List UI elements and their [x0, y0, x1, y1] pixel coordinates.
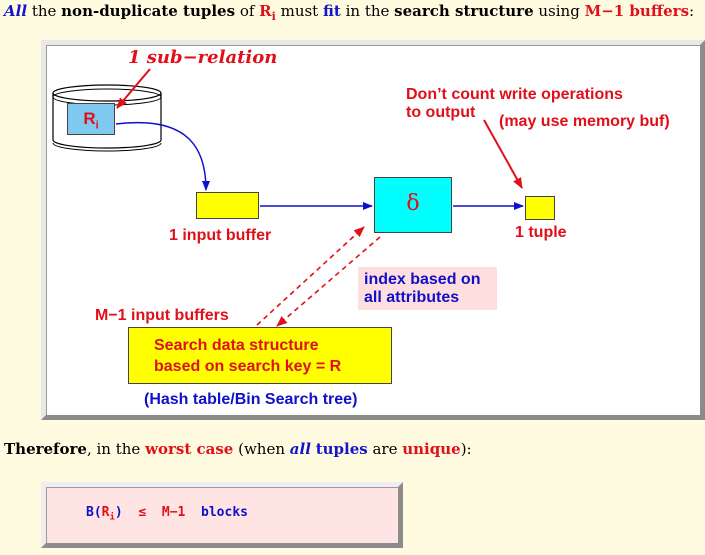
ri-box-i: i: [95, 119, 99, 132]
memory-buf-label: (may use memory buf): [499, 113, 670, 130]
intro-sentence: All the non-duplicate tuples of Ri must …: [4, 2, 694, 23]
output-tuple-box: [525, 196, 555, 220]
formula-le: ≤: [138, 505, 147, 520]
intro-text-3: must: [275, 2, 323, 20]
intro-all: All: [4, 2, 28, 20]
conclusion-text-5: ):: [460, 440, 472, 458]
intro-ri-i: i: [271, 10, 276, 23]
dont-count-arrow: [483, 119, 523, 189]
input-buffer-box: [196, 192, 259, 219]
worst-case: worst case: [145, 440, 234, 458]
sub-relation-label: 1 sub−relation: [128, 47, 278, 68]
conclusion-text-4: are: [367, 440, 403, 458]
input-buffer-label: 1 input buffer: [169, 227, 272, 244]
ri-box: Ri: [67, 103, 115, 135]
intro-text-6: :: [689, 2, 695, 20]
intro-text-4: in the: [340, 2, 395, 20]
conclusion-text-2: (when: [233, 440, 290, 458]
formula-r: R: [101, 505, 110, 520]
intro-search-structure: search structure: [394, 2, 534, 20]
intro-buffers: M−1 buffers: [584, 2, 690, 20]
conclusion-all: all: [289, 440, 311, 458]
formula-b: B(: [86, 505, 102, 520]
index-note: index based on all attributes: [358, 267, 497, 310]
formula-box: B(Ri) ≤ M−1 blocks: [41, 482, 403, 548]
intro-text-1: the: [27, 2, 62, 20]
intro-ri-r: R: [259, 2, 272, 20]
delta-operator-box: δ: [374, 177, 452, 233]
formula-blocks: blocks: [201, 505, 248, 520]
conclusion-unique: unique: [402, 440, 461, 458]
m1-input-buffers-label: M−1 input buffers: [95, 307, 229, 324]
intro-text-2: of: [235, 2, 260, 20]
formula-close: ): [114, 505, 123, 520]
hash-table-label: (Hash table/Bin Search tree): [144, 391, 358, 408]
search-structure-box: Search data structure based on search ke…: [128, 327, 392, 384]
intro-ri: Ri: [259, 2, 276, 23]
index-note-line-2: all attributes: [364, 289, 460, 306]
intro-fit: fit: [322, 2, 341, 20]
ri-box-r: R: [83, 109, 96, 128]
one-tuple-label: 1 tuple: [515, 224, 567, 241]
dont-count-label-2: to output: [406, 104, 476, 121]
dashed-arrow-up: [256, 226, 365, 326]
formula-i: i: [109, 512, 115, 523]
dashed-arrow-down: [276, 236, 381, 327]
formula-m1: M−1: [161, 505, 186, 520]
conclusion-text-1: , in the: [86, 440, 146, 458]
index-note-line-1: index based on: [364, 271, 481, 288]
therefore-word: Therefore: [4, 440, 87, 458]
conclusion-tuples: tuples: [315, 440, 368, 458]
intro-nondup: non-duplicate tuples: [61, 2, 236, 20]
subrel-arrow: [116, 68, 151, 109]
conclusion-sentence: Therefore, in the worst case (when all t…: [4, 440, 472, 458]
search-structure-line-2: based on search key = R: [154, 358, 342, 375]
intro-text-5: using: [533, 2, 585, 20]
search-structure-line-1: Search data structure: [154, 337, 319, 354]
ri-to-buffer-arrow: [115, 121, 210, 191]
dont-count-label-1: Don’t count write operations: [406, 86, 623, 103]
